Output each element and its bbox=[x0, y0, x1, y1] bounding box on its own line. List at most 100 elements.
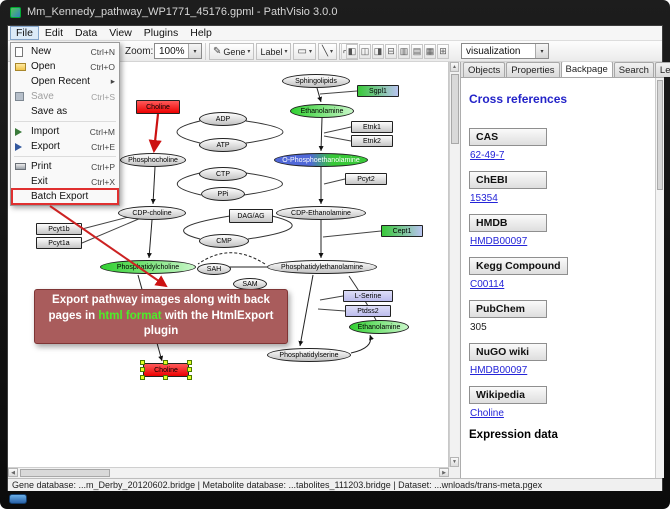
node-phosphatidylethanolamine[interactable]: Phosphatidylethanolamine bbox=[267, 260, 377, 274]
node-cmp[interactable]: CMP bbox=[199, 234, 249, 248]
menu-data[interactable]: Data bbox=[75, 27, 98, 39]
xref-link[interactable]: Choline bbox=[470, 408, 504, 419]
vertical-scroll-thumb[interactable] bbox=[451, 74, 459, 144]
align-left-button[interactable]: ◧ bbox=[346, 44, 358, 59]
menu-shortcut: Ctrl+S bbox=[91, 91, 115, 102]
node-sphingolipids[interactable]: Sphingolipids bbox=[282, 74, 350, 88]
node-dag-ag[interactable]: DAG/AG bbox=[229, 209, 273, 223]
node-cdp-choline[interactable]: CDP-choline bbox=[118, 206, 186, 220]
chevron-down-icon[interactable]: ▾ bbox=[188, 44, 201, 58]
menu-shortcut: Ctrl+P bbox=[91, 161, 115, 172]
menu-help[interactable]: Help bbox=[190, 27, 212, 39]
scroll-up-icon[interactable]: ▲ bbox=[450, 62, 459, 72]
tab-legend[interactable]: Legend bbox=[654, 62, 670, 77]
panel-scrollbar[interactable] bbox=[655, 78, 664, 478]
xref-link[interactable]: 15354 bbox=[470, 193, 498, 204]
tab-search[interactable]: Search bbox=[613, 62, 654, 77]
visualization-combobox[interactable]: visualization ▾ bbox=[461, 43, 549, 59]
xref-link[interactable]: 62-49-7 bbox=[470, 150, 505, 161]
taskbar-fragment bbox=[9, 494, 27, 504]
node-phosphatidylcholine[interactable]: Phosphatidylcholine bbox=[100, 260, 196, 274]
node-sgpl1[interactable]: Sgpl1 bbox=[357, 85, 399, 97]
panel-scroll-thumb[interactable] bbox=[657, 80, 663, 190]
node-pcyt1b[interactable]: Pcyt1b bbox=[36, 223, 82, 235]
node-l-serine[interactable]: L-Serine bbox=[343, 290, 393, 302]
file-menu-item-batch-export[interactable]: Batch Export bbox=[11, 188, 119, 205]
node-phosphocholine[interactable]: Phosphocholine bbox=[120, 153, 186, 167]
node-ctp[interactable]: CTP bbox=[199, 167, 247, 181]
node-choline-2[interactable]: Choline bbox=[140, 360, 192, 380]
selection-handle-sw[interactable] bbox=[140, 375, 145, 380]
menu-plugins[interactable]: Plugins bbox=[143, 27, 179, 39]
chevron-down-icon[interactable]: ▾ bbox=[247, 49, 251, 55]
new-label-button[interactable]: Label▾ bbox=[256, 43, 292, 60]
menu-item-label: Exit bbox=[31, 176, 48, 187]
node-ptdss2[interactable]: Ptdss2 bbox=[345, 305, 391, 317]
menu-edit[interactable]: Edit bbox=[44, 27, 64, 39]
xref-link[interactable]: C00114 bbox=[470, 279, 505, 290]
node-ethanolamine[interactable]: Ethanolamine bbox=[290, 104, 354, 118]
selection-handle-w[interactable] bbox=[140, 367, 145, 372]
node-ethanolamine-2[interactable]: Ethanolamine bbox=[349, 320, 409, 334]
node-adp[interactable]: ADP bbox=[199, 112, 247, 126]
tab-objects[interactable]: Objects bbox=[463, 62, 506, 77]
node-ppi[interactable]: PPi bbox=[201, 187, 245, 201]
file-menu-item-save-as[interactable]: Save as bbox=[12, 104, 118, 119]
node-sah[interactable]: SAH bbox=[197, 263, 231, 275]
chevron-down-icon[interactable]: ▾ bbox=[329, 49, 333, 55]
stack-vertical-button[interactable]: ⊞ bbox=[437, 44, 449, 59]
chevron-down-icon[interactable]: ▾ bbox=[284, 49, 288, 55]
scroll-down-icon[interactable]: ▼ bbox=[450, 457, 459, 467]
canvas-vertical-scrollbar[interactable]: ▲ ▼ bbox=[449, 62, 459, 467]
node-etnk1[interactable]: Etnk1 bbox=[351, 121, 393, 133]
node-pcyt2[interactable]: Pcyt2 bbox=[345, 173, 387, 185]
node-atp[interactable]: ATP bbox=[199, 138, 247, 152]
node-o-phosphoethanolamine[interactable]: O-Phosphoethanolamine bbox=[274, 153, 368, 167]
new-shape-button[interactable]: ▭▾ bbox=[293, 43, 316, 60]
tab-backpage[interactable]: Backpage bbox=[560, 61, 613, 77]
export-glyph bbox=[15, 142, 26, 151]
align-center-button[interactable]: ◫ bbox=[359, 44, 371, 59]
scroll-left-icon[interactable]: ◀ bbox=[8, 468, 18, 477]
node-etnk2[interactable]: Etnk2 bbox=[351, 135, 393, 147]
distribute-vertical-button[interactable]: ▤ bbox=[411, 44, 423, 59]
node-choline[interactable]: Choline bbox=[136, 100, 180, 114]
canvas-horizontal-scrollbar[interactable]: ◀ ▶ bbox=[8, 467, 449, 477]
selection-handle-s[interactable] bbox=[163, 375, 168, 380]
menu-view[interactable]: View bbox=[109, 27, 132, 39]
xref-link[interactable]: HMDB00097 bbox=[470, 236, 528, 247]
align-middle-button[interactable]: ⊟ bbox=[385, 44, 397, 59]
stack-horizontal-button[interactable]: ▦ bbox=[424, 44, 436, 59]
selection-handle-nw[interactable] bbox=[140, 360, 145, 365]
file-menu-item-open-recent[interactable]: Open Recent▸ bbox=[12, 74, 118, 89]
tab-properties[interactable]: Properties bbox=[506, 62, 560, 77]
new-line-button[interactable]: ╲▾ bbox=[317, 43, 337, 60]
align-right-button[interactable]: ◨ bbox=[372, 44, 384, 59]
menu-file[interactable]: File bbox=[10, 26, 39, 40]
scroll-right-icon[interactable]: ▶ bbox=[439, 468, 449, 477]
distribute-horizontal-button[interactable]: ▥ bbox=[398, 44, 410, 59]
selection-handle-n[interactable] bbox=[163, 360, 168, 365]
chevron-down-icon[interactable]: ▾ bbox=[308, 49, 312, 55]
selection-handle-e[interactable] bbox=[187, 367, 192, 372]
window-title: Mm_Kennedy_pathway_WP1771_45176.gpml - P… bbox=[27, 6, 338, 18]
selection-handle-se[interactable] bbox=[187, 375, 192, 380]
zoom-combobox[interactable]: 100% ▾ bbox=[154, 43, 202, 59]
xref-link[interactable]: HMDB00097 bbox=[470, 365, 528, 376]
new-datanode-button[interactable]: ✎Gene▾ bbox=[209, 43, 255, 60]
selection-handle-ne[interactable] bbox=[187, 360, 192, 365]
horizontal-scroll-thumb[interactable] bbox=[20, 469, 110, 477]
node-pcyt1a[interactable]: Pcyt1a bbox=[36, 237, 82, 249]
node-phosphatidylserine[interactable]: Phosphatidylserine bbox=[267, 348, 351, 362]
chevron-down-icon[interactable]: ▾ bbox=[535, 44, 548, 58]
node-cept1[interactable]: Cept1 bbox=[381, 225, 423, 237]
title-bar[interactable]: Mm_Kennedy_pathway_WP1771_45176.gpml - P… bbox=[0, 0, 670, 25]
node-cdp-ethanolamine[interactable]: CDP-Ethanolamine bbox=[276, 206, 366, 220]
